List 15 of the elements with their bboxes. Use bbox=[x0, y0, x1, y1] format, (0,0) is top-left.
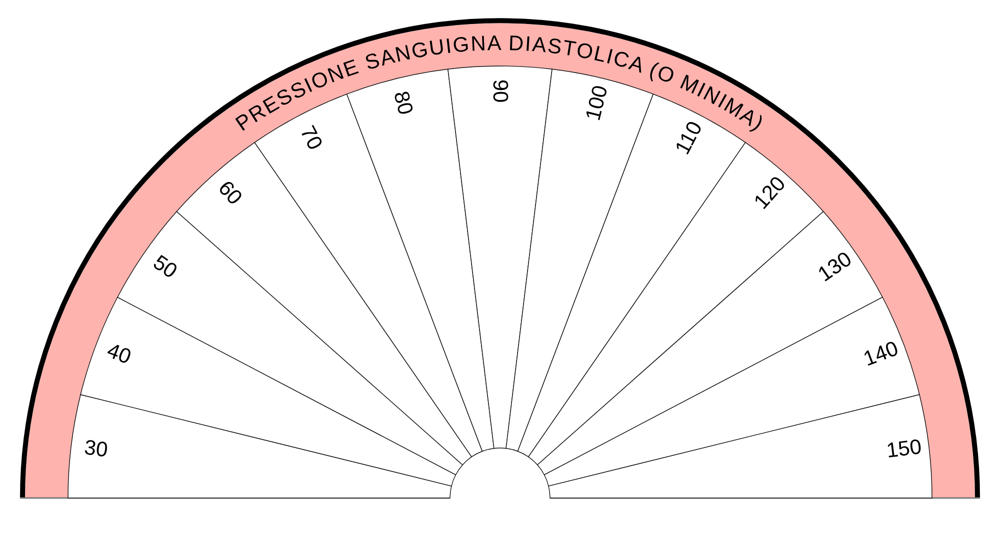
sector-value-label: 130 bbox=[814, 248, 856, 286]
sector-value-label: 100 bbox=[583, 83, 612, 122]
sector-value-label: 30 bbox=[83, 437, 109, 461]
sector-wedge bbox=[544, 297, 920, 487]
sector-value-label: 40 bbox=[104, 340, 134, 368]
sector-value-label: 80 bbox=[390, 88, 416, 117]
sector-value-label: 120 bbox=[750, 173, 790, 214]
sector-value-label: 60 bbox=[214, 178, 246, 210]
sector-wedge bbox=[80, 297, 456, 487]
sector-wedge bbox=[548, 394, 932, 498]
sector-value-label: 140 bbox=[860, 338, 901, 370]
sector-value-label: 150 bbox=[885, 436, 923, 462]
sector-value-label: 50 bbox=[149, 252, 181, 282]
sector-wedge bbox=[68, 394, 452, 498]
sector-value-label: 90 bbox=[490, 79, 510, 103]
